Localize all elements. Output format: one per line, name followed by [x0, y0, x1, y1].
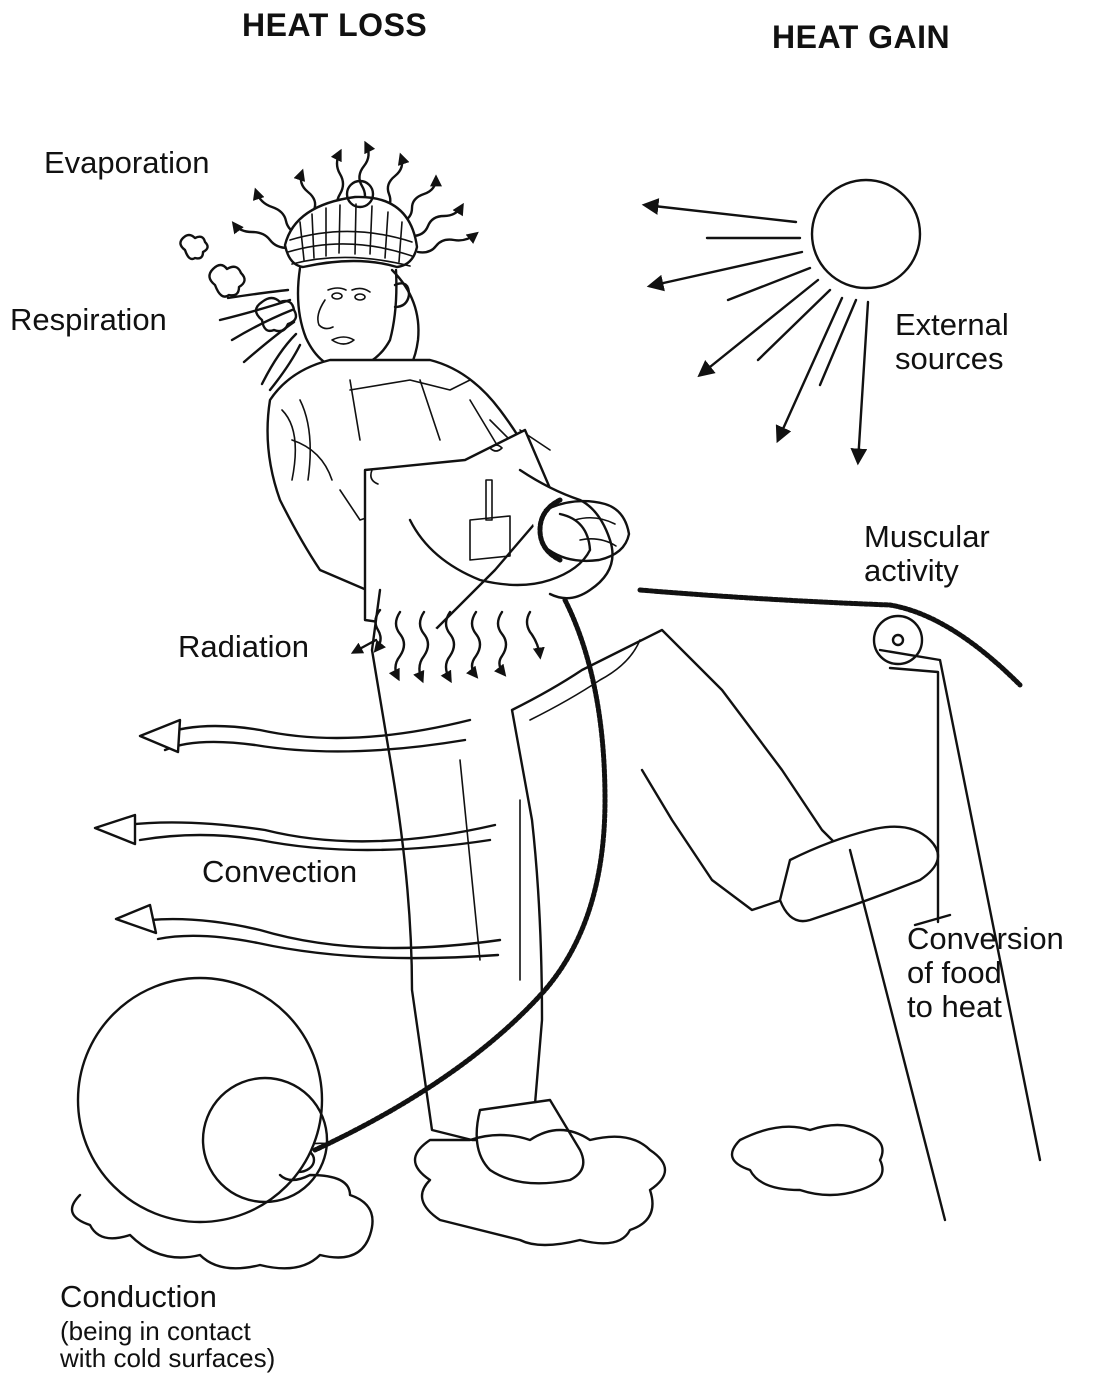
radiation-label: Radiation: [178, 630, 309, 664]
muscular-label-line1: Muscular: [864, 520, 990, 554]
conduction-note-line2: with cold surfaces): [60, 1345, 275, 1372]
heat-gain-header: HEAT GAIN: [772, 20, 950, 54]
buoy-icon: [78, 978, 327, 1222]
external-label-line2: sources: [895, 342, 1004, 376]
muscular-label-line2: activity: [864, 554, 959, 588]
food-label-line1: Conversion: [907, 922, 1064, 956]
food-label-line3: to heat: [907, 990, 1002, 1024]
conduction-label: Conduction: [60, 1280, 217, 1314]
food-label-line2: of food: [907, 956, 1002, 990]
sun-rays: [645, 205, 868, 462]
conduction-note-line1: (being in contact: [60, 1318, 251, 1345]
person-torso: [268, 360, 555, 630]
person-head: [285, 181, 418, 380]
person-legs: [372, 590, 938, 1183]
respiration-label: Respiration: [10, 303, 167, 337]
sun-icon: [812, 180, 920, 288]
evaporation-label: Evaporation: [44, 146, 209, 180]
heat-loss-header: HEAT LOSS: [242, 8, 427, 42]
external-label-line1: External: [895, 308, 1009, 342]
winch-post: [850, 616, 1040, 1220]
convection-label: Convection: [202, 855, 357, 889]
